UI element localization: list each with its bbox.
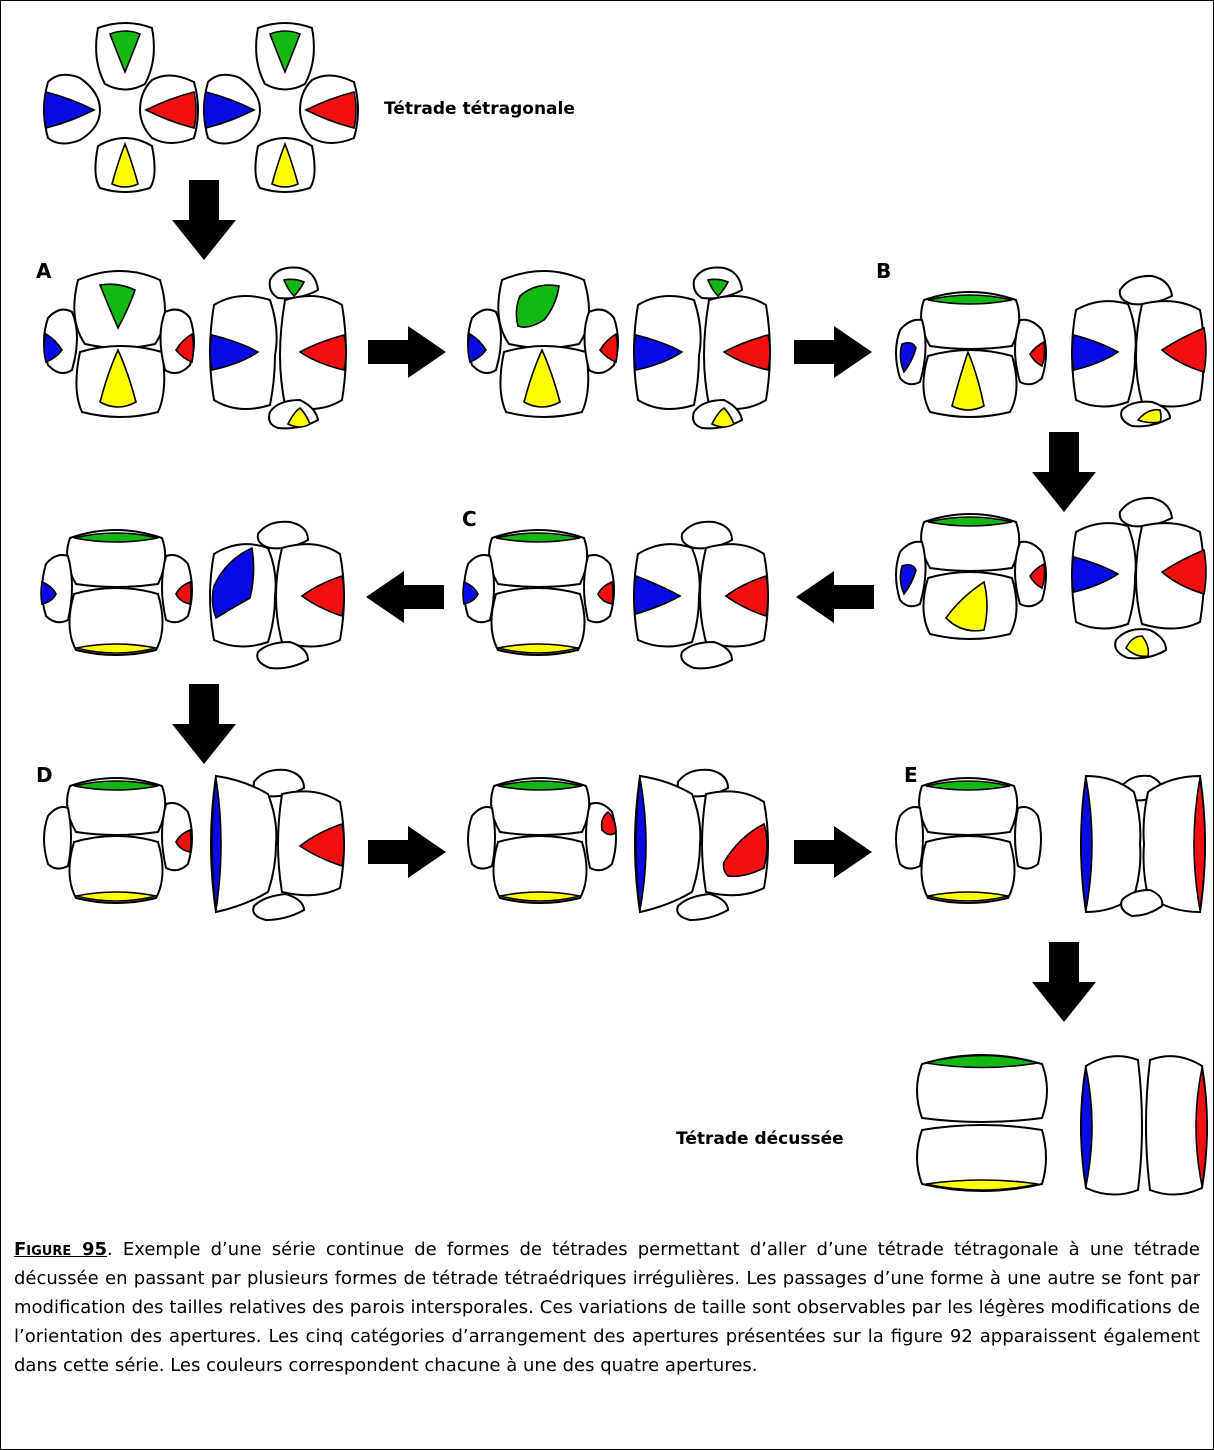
figure-caption: Figure 95. Exemple d’une série continue … [14,1235,1200,1380]
tetrad-A-left [43,270,195,418]
arrow-right-1 [368,326,446,378]
tetrad-row3-right-right [1071,496,1207,660]
tetrad-E-left [895,777,1042,904]
tetrad-C-right [633,520,769,670]
arrow-right-3 [368,826,446,878]
tetrad-row3-left-left [40,529,193,656]
label-E: E [904,763,918,787]
tetrad-A-right [209,266,347,430]
tetrad-tetragonal-2 [203,22,359,193]
arrow-right-4 [794,826,872,878]
tetrad-B-left [895,291,1047,418]
tetrad-decussate-right [1080,1055,1208,1196]
tetrad-tetragonal-1 [43,22,199,193]
label-D: D [36,763,53,787]
tetrad-E-right [1080,774,1206,918]
tetrad-D2-right [634,768,769,922]
label-B: B [876,259,891,283]
tetrad-D2-left [467,777,617,904]
tetrad-row3-left-right [209,520,345,670]
arrow-down-2 [1032,432,1096,512]
arrow-down-4 [1032,942,1096,1022]
figure-label: Figure 95 [14,1239,107,1260]
arrow-down-1 [172,180,236,260]
tetrad-C-left [462,529,615,656]
arrow-left-1 [796,571,874,623]
arrow-left-2 [366,571,444,623]
caption-text: . Exemple d’une série continue de formes… [14,1239,1200,1376]
tetrad-D-right [210,768,345,922]
tetrad-D-left [43,777,193,904]
tetrad-A2-left [467,270,619,418]
label-tetragonal: Tétrade tétragonale [384,99,575,119]
label-A: A [36,259,52,283]
arrow-down-3 [172,684,236,764]
tetrad-series-diagram: Tétrade tétragonale A [36,22,1208,1196]
label-decussate: Tétrade décussée [676,1129,844,1149]
tetrad-A2-right [633,266,771,430]
tetrad-decussate-left [916,1054,1048,1192]
tetrad-B-right [1071,274,1207,428]
tetrad-row3-right-left [895,513,1047,640]
arrow-right-2 [794,326,872,378]
label-C: C [462,507,477,531]
